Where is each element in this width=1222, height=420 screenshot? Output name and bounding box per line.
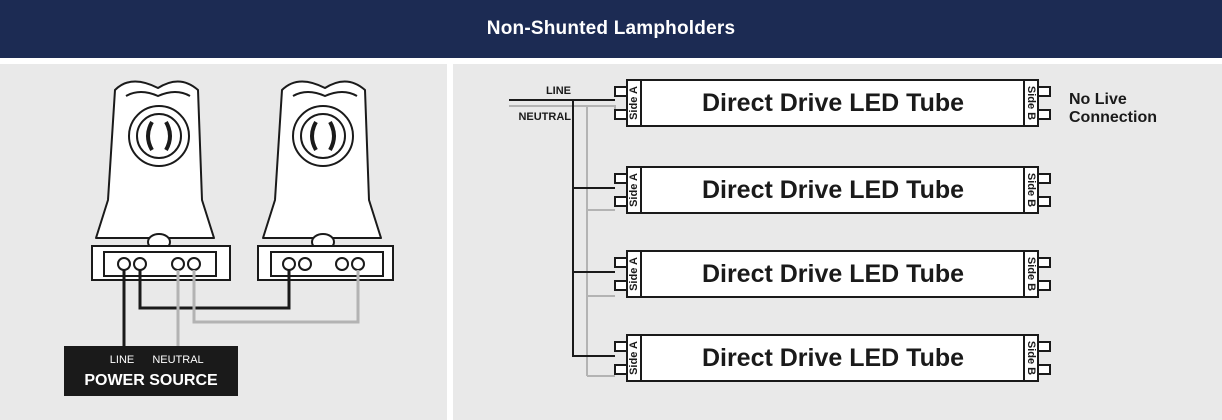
tube-pin (614, 341, 628, 352)
lampholder-wiring-diagram: LINE NEUTRAL POWER SOURCE (64, 80, 394, 396)
tube-2: Side A Side B Direct Drive LED Tube (614, 166, 1051, 214)
tube-pin (614, 196, 628, 207)
diagram-title: Non-Shunted Lampholders (486, 18, 736, 39)
no-live-connection-line1: No Live (1069, 91, 1127, 108)
tube-body (626, 166, 1039, 214)
tube-pin (614, 280, 628, 291)
side-b-label: Side B (1025, 341, 1037, 375)
neutral-label: NEUTRAL (518, 111, 571, 123)
tube-label: Direct Drive LED Tube (702, 344, 964, 372)
tube-label: Direct Drive LED Tube (702, 260, 964, 288)
tube-pin (1037, 109, 1051, 120)
tube-pin (1037, 86, 1051, 97)
lampholder-right (257, 80, 394, 281)
tube-wiring-panel: LINE NEUTRAL Side A Side B Direct Drive LE… (453, 64, 1222, 420)
side-b-label: Side B (1025, 173, 1037, 207)
power-source-line-label: LINE (110, 354, 134, 366)
tube-pin (614, 257, 628, 268)
line-bus (509, 99, 615, 357)
tube-pin (614, 86, 628, 97)
tube-pin (1037, 341, 1051, 352)
tube-1: Side A Side B Direct Drive LED Tube (614, 79, 1051, 127)
side-b-label: Side B (1025, 257, 1037, 291)
diagram-header: Non-Shunted Lampholders (0, 0, 1222, 58)
tube-label: Direct Drive LED Tube (702, 89, 964, 117)
neutral-bus (509, 105, 616, 377)
side-a-label: Side A (628, 173, 640, 207)
tube-pin (1037, 280, 1051, 291)
tube-pin (614, 173, 628, 184)
lampholder-wiring-panel: LINE NEUTRAL POWER SOURCE (0, 64, 447, 420)
neutral-wires (176, 270, 360, 346)
line-label: LINE (546, 85, 571, 97)
lampholder-left (91, 80, 231, 281)
tube-3: Side A Side B Direct Drive LED Tube (614, 250, 1051, 298)
tube-pin (1037, 173, 1051, 184)
line-wires (122, 270, 291, 346)
side-a-label: Side A (628, 86, 640, 120)
tube-pin (1037, 257, 1051, 268)
tube-label: Direct Drive LED Tube (702, 176, 964, 204)
power-source-neutral-label: NEUTRAL (152, 354, 203, 366)
tube-body (626, 334, 1039, 382)
side-a-label: Side A (628, 341, 640, 375)
tube-wiring-diagram: LINE NEUTRAL Side A Side B Direct Drive LE… (509, 79, 1157, 382)
power-source-box: LINE NEUTRAL POWER SOURCE (64, 346, 238, 396)
tube-body (626, 79, 1039, 127)
side-a-label: Side A (628, 257, 640, 291)
tube-body (626, 250, 1039, 298)
tube-pin (1037, 196, 1051, 207)
no-live-connection-line2: Connection (1069, 109, 1157, 126)
tube-pin (614, 364, 628, 375)
tube-4: Side A Side B Direct Drive LED Tube (614, 334, 1051, 382)
tube-pin (1037, 364, 1051, 375)
tube-pin (614, 109, 628, 120)
side-b-label: Side B (1025, 86, 1037, 120)
power-source-title: POWER SOURCE (84, 372, 218, 389)
